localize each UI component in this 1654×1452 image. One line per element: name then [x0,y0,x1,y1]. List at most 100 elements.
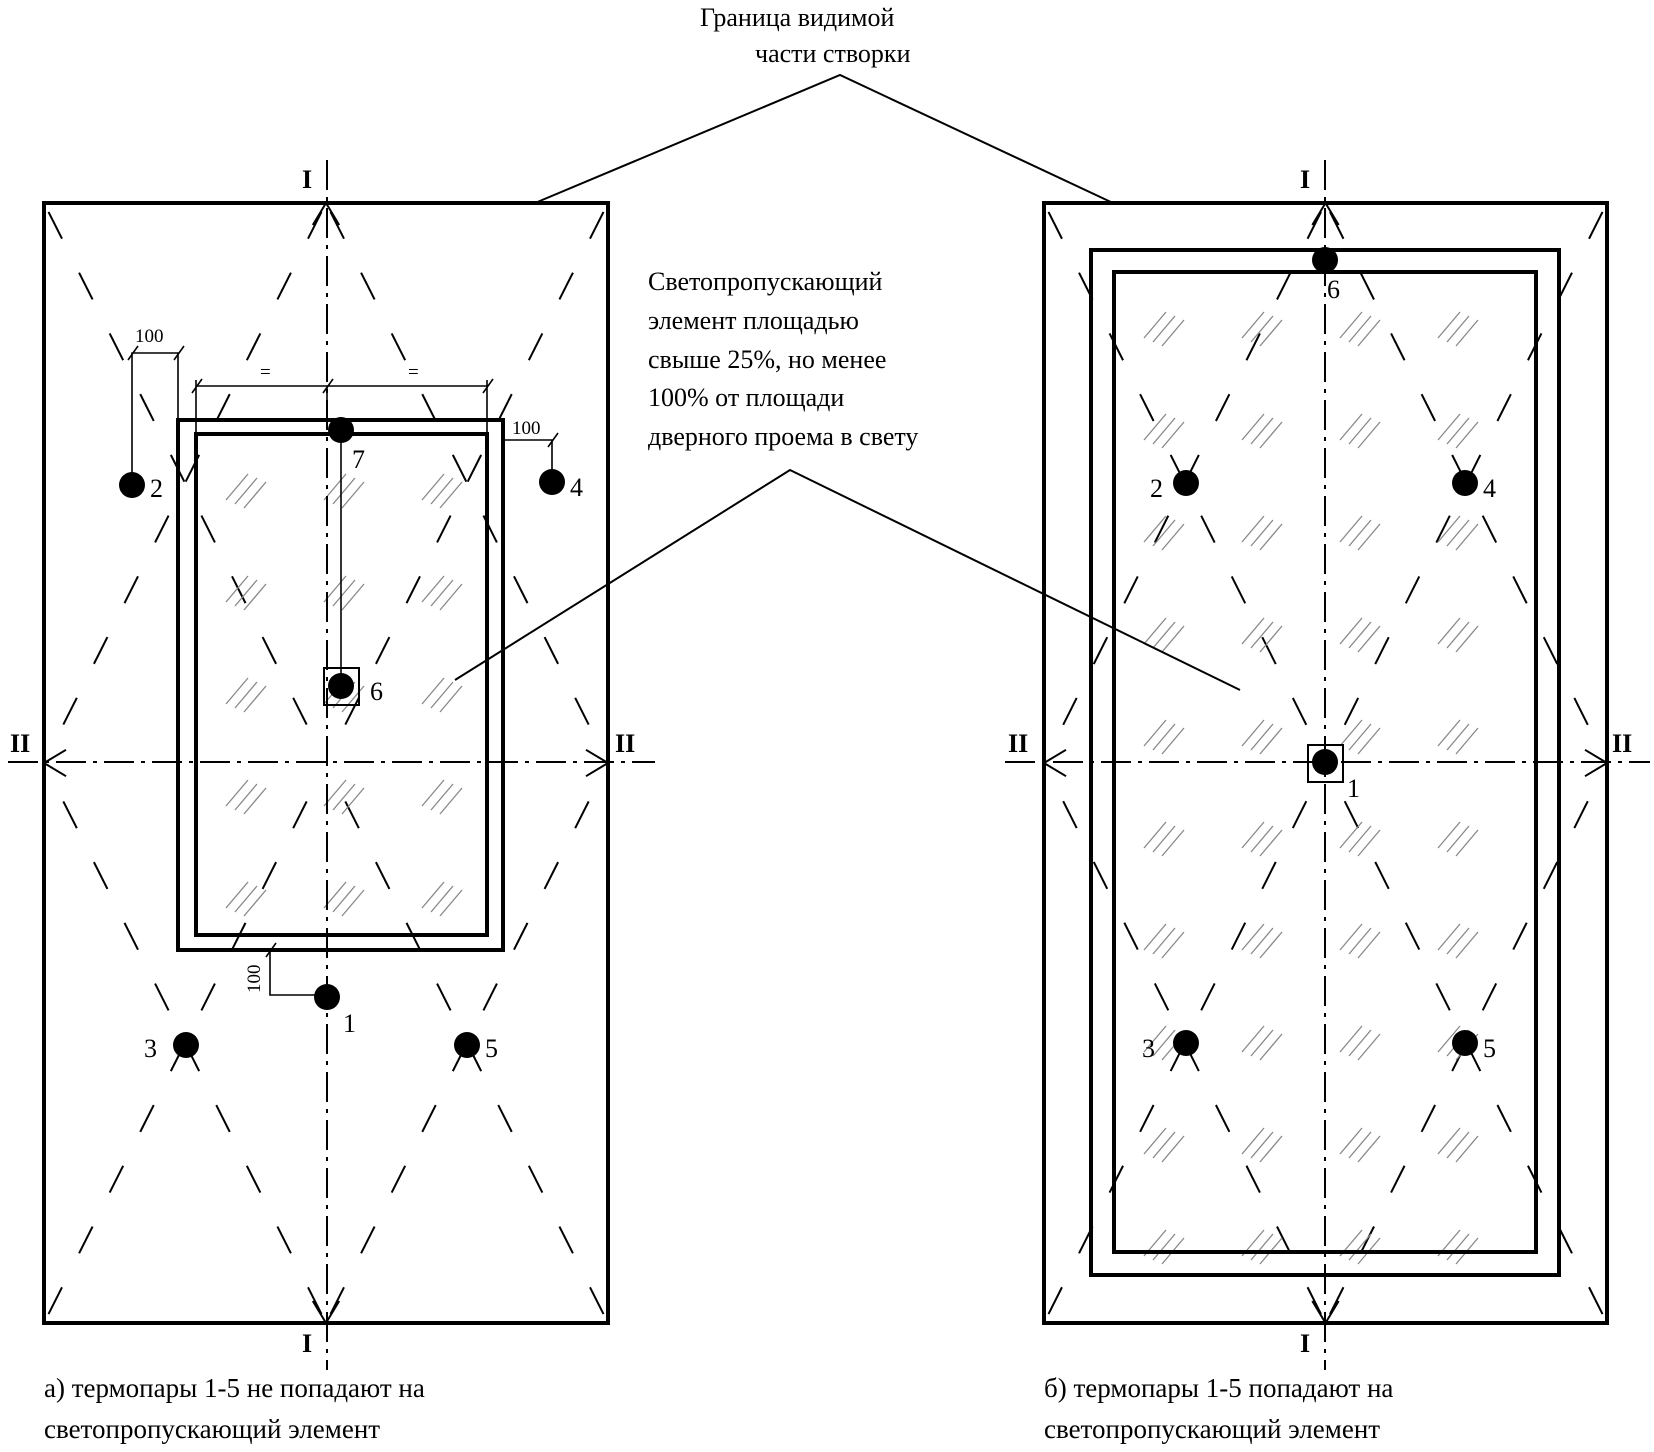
panel-a-dash [93,861,109,890]
panel-a-dash [108,1165,125,1194]
panel-b-hatch-stroke [1339,1025,1363,1053]
panel-a-dash [421,1104,437,1133]
panel-b-dash [1573,800,1589,829]
panel-b-hatch-stroke [1348,1029,1372,1057]
panel-b-arrowhead [1324,1300,1340,1324]
panel-b-hatch-stroke [1152,927,1176,955]
panel-b-dash [1390,1165,1406,1194]
panel-b-dash [1153,515,1170,543]
panel-b-dash [1374,861,1390,890]
panel-b-arrowhead [1311,1300,1327,1324]
panel-a-axis-II-left-label: II [10,729,30,758]
panel-b-hatch-stroke [1357,625,1381,653]
panel-b-hatch-stroke [1250,417,1274,445]
panel-a-hatch-stroke [332,477,356,505]
panel-b-hatch-stroke [1161,523,1185,551]
panel-a-dash [231,575,247,604]
panel-a-axis-I-top-label: I [302,165,312,194]
panel-b-hatch-stroke [1241,413,1265,441]
panel-a-dash [154,515,170,543]
panel-b-dash [1047,1286,1063,1315]
panel-a-dash [574,800,590,829]
panel-a-hatch-stroke [439,481,463,509]
panel-b-dash [1306,211,1322,240]
panel-a-dash [215,393,231,422]
panel-b-point-3-dot [1173,1030,1199,1056]
panel-a-dash [261,636,277,665]
boundary-leader-line [534,73,1114,204]
panel-b-hatch-stroke [1143,821,1167,849]
panel-b-hatch-stroke [1259,931,1283,959]
panel-a-dash [543,636,559,665]
panel-b-hatch-stroke [1241,515,1265,543]
panel-b-axis-I-top-label: I [1300,165,1310,194]
panel-a-dash [78,272,94,300]
panel-a-hatch-stroke [225,575,249,603]
panel-b-dash [1329,211,1345,240]
panel-a-dash [589,1286,605,1315]
panel-a-axis-I-bottom-label: I [302,1329,312,1358]
panel-b-hatch-stroke [1437,1025,1461,1053]
panel-b-dash [1481,515,1498,543]
panel-b-caption: б) термопары 1-5 попадают на светопропус… [1044,1373,1393,1444]
panel-b-dash [1108,1165,1124,1194]
panel-b-hatch-stroke [1143,1025,1167,1053]
panel-b-hatch-stroke [1259,1135,1283,1163]
panel-a-dash [360,1226,376,1254]
panel-b-hatch-stroke [1446,621,1470,649]
panel-b-dash [1374,636,1390,665]
panel-b-dash [1343,697,1360,726]
panel-a: I I II II 100 = = 100 100 [8,160,655,1370]
panel-a-dash [436,515,452,543]
panel-b-dash [1588,1286,1604,1315]
panel-a-dimension-lines [127,345,559,996]
boundary-callout: Граница видимой части створки [700,3,911,68]
panel-b-hatch-stroke [1152,1131,1176,1159]
panel-a-point-5-label: 5 [485,1034,498,1063]
panel-a-hatch-stroke [341,787,365,815]
panel-b-hatch-stroke [1348,927,1372,955]
panel-b-hatch-stroke [1455,421,1479,449]
callout-leader-lines [454,73,1241,691]
panel-a-dash [123,575,139,604]
panel-a-point-6-label: 6 [370,677,383,706]
panel-b-point-5-label: 5 [1483,1034,1496,1063]
panel-a-dash [78,1226,94,1254]
panel-a-dash [513,575,529,604]
panel-b-axis-I-bottom-label: I [1300,1329,1310,1358]
panel-a-dash [543,861,559,890]
panel-b-hatch-stroke [1446,417,1470,445]
panel-b-dash [1420,1104,1436,1133]
panel-a-dash [276,1226,292,1254]
panel-a-dash [497,393,513,422]
panel-a-hatch-stroke [225,677,249,705]
boundary-callout-line-1: Граница видимой [700,3,895,32]
panel-b-hatch-stroke [1143,617,1167,645]
panel-b-dash [1230,576,1247,604]
panel-b-hatch-stroke [1241,617,1265,645]
panel-a-caption-line-1: а) термопары 1-5 не попадают на [44,1373,425,1403]
panel-a-dim-100-top-left: 100 [135,326,164,347]
panel-b-dash-pattern [1043,202,1608,1324]
panel-a-hatch-stroke [430,783,454,811]
panel-a-dash [62,697,78,726]
panel-b-arrowhead [1043,748,1067,764]
panel-b-hatch-stroke [1357,421,1381,449]
panel-b-hatch-stroke [1348,519,1372,547]
panel-b-hatch-stroke [1455,931,1479,959]
panel-b-hatch-stroke [1241,1127,1265,1155]
panel-b-hatch-stroke [1152,519,1176,547]
panel-b-hatch-stroke [1241,923,1265,951]
panel-b-hatch-stroke [1152,1029,1176,1057]
panel-b-hatch-stroke [1152,621,1176,649]
panel-b-hatch-stroke [1446,927,1470,955]
panel-b-dash [1481,983,1498,1011]
panel-a-dash [123,922,139,951]
panel-b-hatch-stroke [1161,421,1185,449]
panel-b-hatch-stroke [1348,621,1372,649]
panel-b-hatch-stroke [1437,413,1461,441]
panel-a-dim-equal-left: = [260,362,271,383]
panel-a-dash [451,454,468,483]
panel-a-dash [497,1104,513,1133]
panel-b-hatch-stroke [1348,825,1372,853]
